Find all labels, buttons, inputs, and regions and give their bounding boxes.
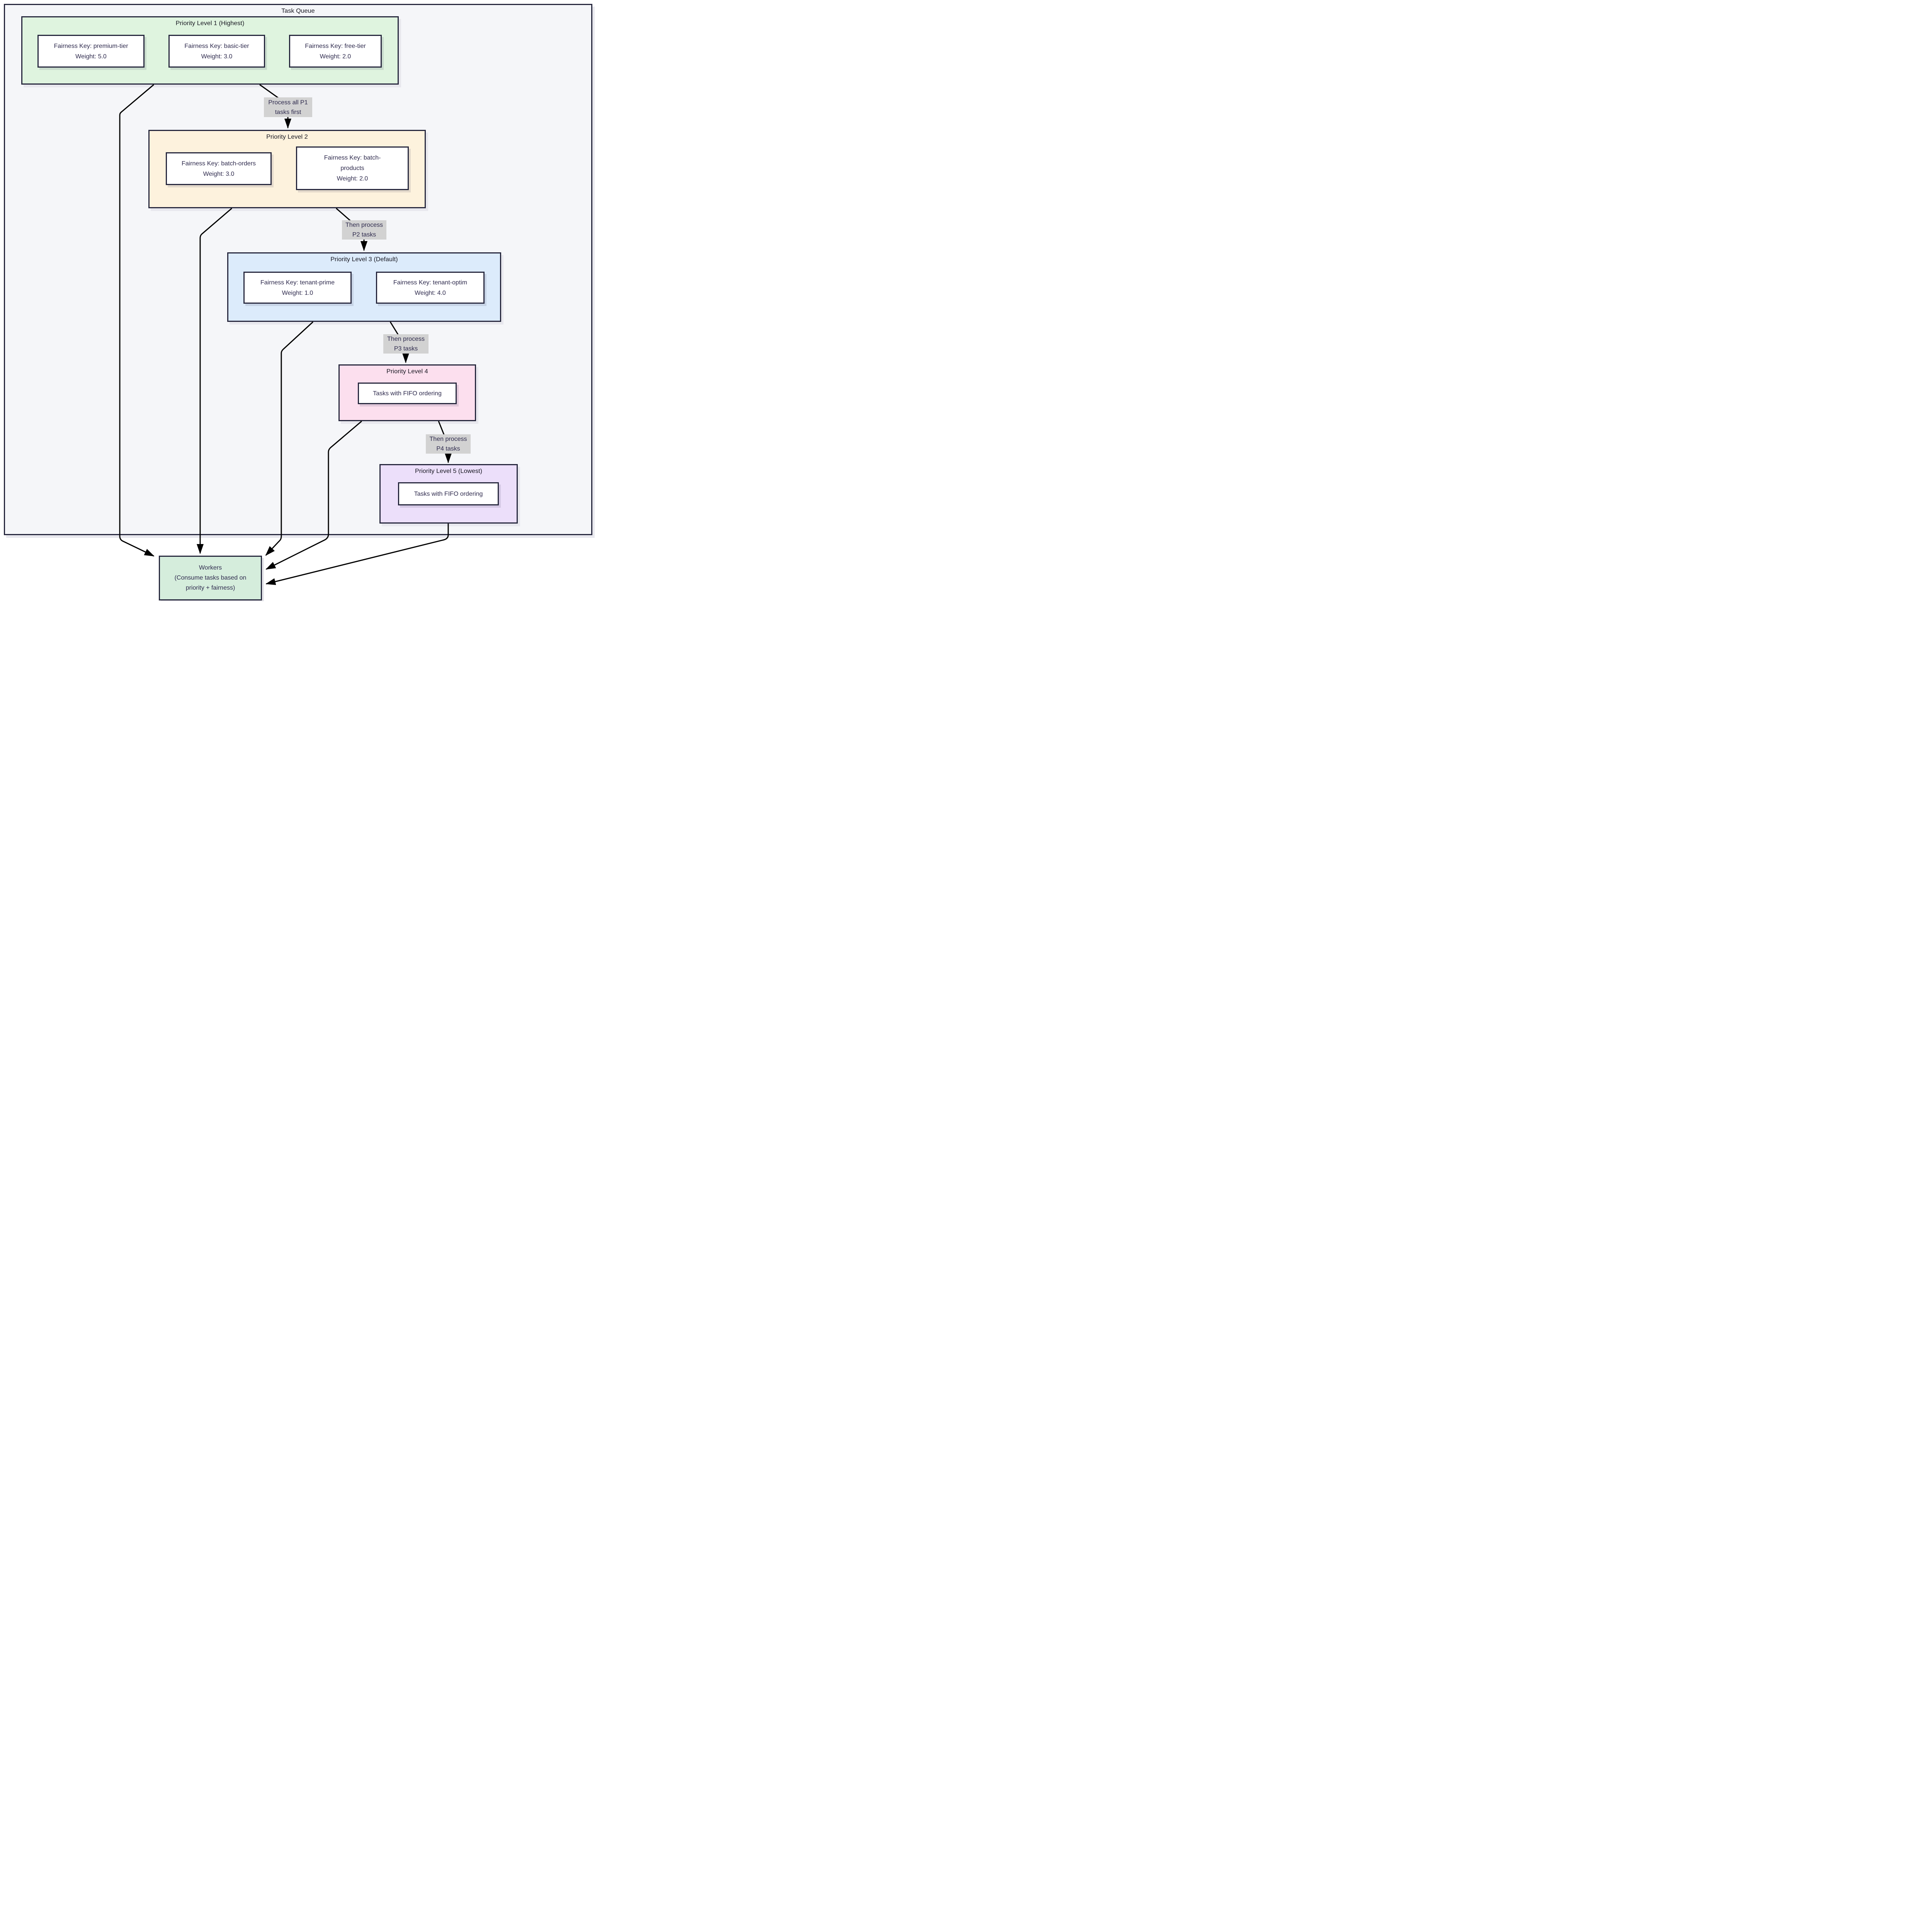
node-batch-orders: Fairness Key: batch-orders Weight: 3.0: [166, 152, 272, 185]
node-tenant-optim-line-2: Weight: 4.0: [415, 289, 446, 296]
node-tenant-prime-line-1: Fairness Key: tenant-prime: [260, 279, 335, 286]
node-batch-products-line-3: Weight: 2.0: [337, 175, 368, 182]
node-free-tier-line-1: Fairness Key: free-tier: [305, 43, 366, 49]
node-workers: Workers (Consume tasks based on priority…: [159, 556, 262, 600]
node-premium-tier-line-2: Weight: 5.0: [75, 53, 107, 60]
edge-label-p3-p4: Then process P3 tasks: [383, 334, 429, 354]
node-basic-tier-line-2: Weight: 3.0: [201, 53, 233, 60]
node-basic-tier: Fairness Key: basic-tier Weight: 3.0: [168, 35, 265, 68]
node-free-tier-line-2: Weight: 2.0: [320, 53, 351, 60]
edge-label-p1-p2: Process all P1 tasks first: [264, 97, 312, 117]
node-batch-orders-line-2: Weight: 3.0: [203, 170, 235, 177]
node-fifo-p5-line-1: Tasks with FIFO ordering: [414, 490, 483, 497]
node-fifo-p5: Tasks with FIFO ordering: [398, 482, 499, 505]
node-premium-tier-line-1: Fairness Key: premium-tier: [54, 43, 128, 49]
task-queue-title: Task Queue: [281, 8, 315, 14]
node-basic-tier-line-1: Fairness Key: basic-tier: [184, 43, 249, 49]
node-tenant-optim-line-1: Fairness Key: tenant-optim: [393, 279, 468, 286]
node-tenant-prime: Fairness Key: tenant-prime Weight: 1.0: [243, 272, 352, 304]
node-batch-products-line-1: Fairness Key: batch-: [324, 155, 381, 161]
priority-level-1-title: Priority Level 1 (Highest): [175, 20, 245, 27]
priority-level-4-title: Priority Level 4: [386, 368, 428, 375]
node-workers-line-1: Workers: [199, 565, 222, 571]
priority-level-3-title: Priority Level 3 (Default): [330, 256, 398, 263]
node-batch-orders-line-1: Fairness Key: batch-orders: [181, 160, 256, 167]
task-queue-diagram: Task Queue Priority Level 1 (Highest) Fa…: [0, 0, 596, 601]
node-workers-line-3: priority + fairness): [185, 585, 235, 591]
node-batch-products-line-2: products: [340, 165, 364, 172]
node-free-tier: Fairness Key: free-tier Weight: 2.0: [289, 35, 382, 68]
node-premium-tier: Fairness Key: premium-tier Weight: 5.0: [37, 35, 145, 68]
node-tenant-optim: Fairness Key: tenant-optim Weight: 4.0: [376, 272, 485, 304]
node-workers-line-2: (Consume tasks based on: [174, 575, 247, 581]
node-tenant-prime-line-2: Weight: 1.0: [282, 289, 313, 296]
edge-label-p4-p5: Then process P4 tasks: [426, 434, 471, 454]
edge-label-p2-p3: Then process P2 tasks: [342, 220, 386, 240]
node-fifo-p4-line-1: Tasks with FIFO ordering: [373, 390, 442, 397]
node-fifo-p4: Tasks with FIFO ordering: [358, 383, 457, 404]
node-batch-products: Fairness Key: batch- products Weight: 2.…: [296, 146, 409, 190]
priority-level-2-title: Priority Level 2: [266, 134, 308, 140]
priority-level-5-title: Priority Level 5 (Lowest): [415, 468, 483, 474]
